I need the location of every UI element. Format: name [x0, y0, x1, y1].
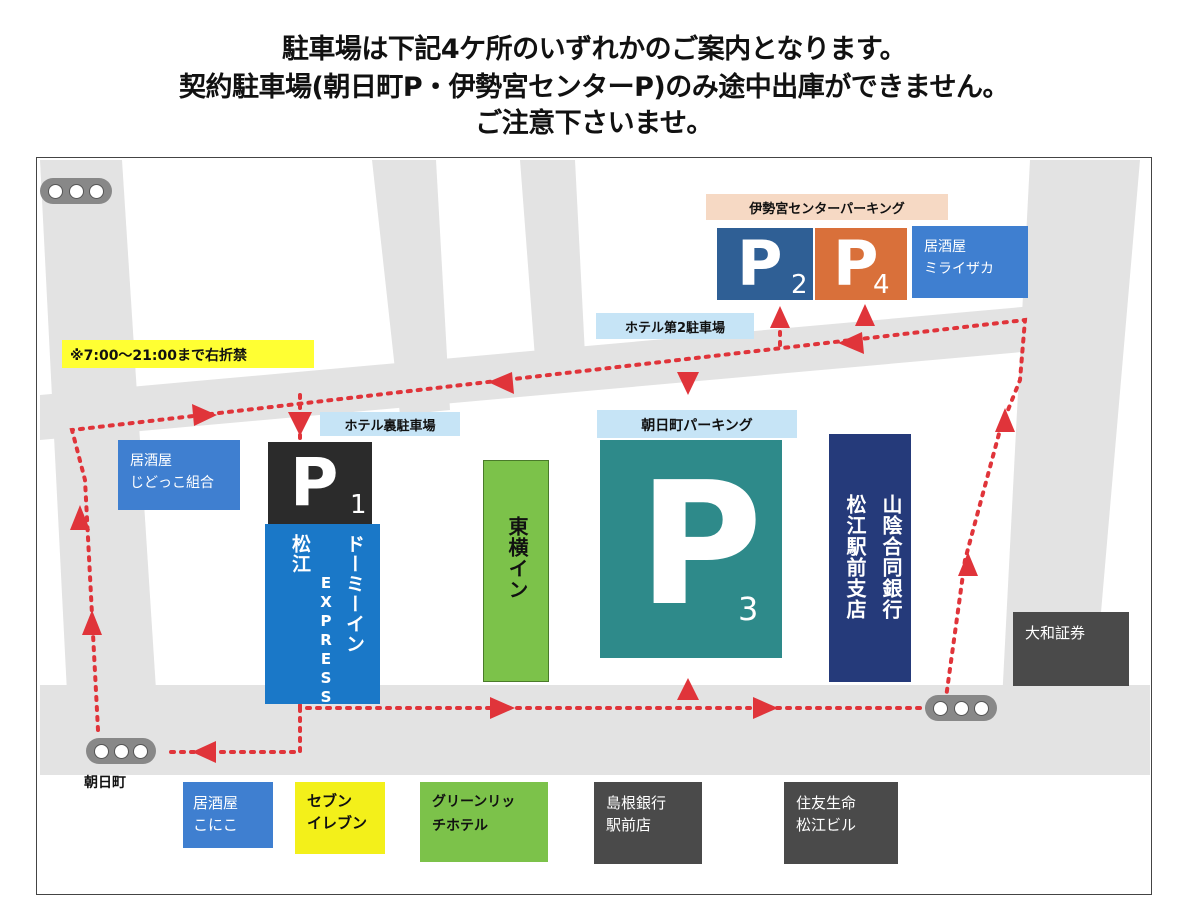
route-arrow-icon — [82, 610, 102, 635]
izakaya-jidokko-line2: じどっこ組合 — [130, 475, 214, 491]
izakaya-miraizaka-line2: ミライザカ — [924, 261, 994, 277]
parking-p2-letter: P — [737, 227, 783, 300]
route-arrow-icon — [770, 306, 790, 328]
road-bottom — [40, 735, 1150, 775]
road-top-diagonal — [40, 300, 1100, 440]
route-arrow-icon — [838, 332, 864, 354]
bank-left-text: 松江駅前支店 — [843, 494, 867, 620]
izakaya-nikoniko-line1: 居酒屋 — [193, 794, 239, 812]
parking-p4-letter: P — [833, 227, 879, 300]
shimane-line1: 島根銀行 — [606, 794, 667, 812]
dormy-express-text: EXPRESS — [317, 574, 335, 707]
header-line-3: ご注意下さいませ。 — [475, 108, 713, 139]
route-arrow-icon — [677, 372, 699, 395]
asahimachi-parking-label: 朝日町パーキング — [597, 410, 797, 438]
seven-line1: セブン — [307, 792, 353, 810]
izakaya-jidokko-line1: 居酒屋 — [130, 453, 172, 469]
roads — [40, 160, 1150, 775]
traffic-light-icon — [925, 695, 997, 721]
daiwa-text: 大和証券 — [1025, 624, 1086, 642]
shimane-bank: 島根銀行 駅前店 — [594, 782, 702, 864]
route-arrow-icon — [995, 408, 1015, 432]
road-left — [40, 160, 160, 752]
dormy-left-text: 松江 — [289, 534, 311, 574]
izakaya-nikoniko: 居酒屋 こにこ — [183, 782, 273, 848]
sumitomo-life: 住友生命 松江ビル — [784, 782, 898, 864]
parking-p2-number: 2 — [791, 270, 808, 300]
right-turn-notice: ※7:00～21:00まで右折禁 — [62, 340, 314, 368]
sumitomo-line1: 住友生命 — [796, 794, 857, 812]
parking-p3[interactable]: P 3 — [600, 440, 782, 658]
route-arrow-icon — [288, 412, 312, 436]
asahimachi-label: 朝日町 — [84, 775, 126, 791]
route-arrow-icon — [958, 552, 978, 576]
hotel-back-parking-label: ホテル裏駐車場 — [320, 412, 460, 436]
header-line-1: 駐車場は下記4ケ所のいずれかのご案内となります。 — [281, 34, 907, 65]
traffic-light-icon — [86, 738, 156, 764]
road-upper-mid — [372, 160, 450, 415]
hotel-dormy-inn-express: 松江 EXPRESS ドーミーイン — [265, 524, 380, 707]
parking-p4-number: 4 — [873, 270, 890, 300]
route-arrow-icon — [753, 697, 778, 719]
header-line-2: 契約駐車場(朝日町P・伊勢宮センターP)のみ途中出庫ができません。 — [179, 72, 1009, 103]
toyoko-text: 東横イン — [505, 516, 529, 600]
green-line1: グリーンリッ — [432, 794, 516, 810]
route-arrows — [70, 304, 1015, 763]
route-arrow-icon — [677, 678, 699, 700]
isemiya-parking-label: 伊勢宮センターパーキング — [706, 194, 948, 220]
route-arrow-icon — [488, 372, 514, 394]
route-arrow-icon — [490, 697, 515, 719]
izakaya-nikoniko-line2: こにこ — [193, 816, 238, 834]
parking-p1[interactable]: P 1 — [268, 442, 372, 524]
traffic-light-icon — [40, 178, 112, 204]
toyoko-inn: 東横イン — [483, 460, 549, 682]
parking-p3-number: 3 — [738, 590, 759, 628]
route-arrow-icon — [192, 404, 217, 426]
road-right — [1000, 160, 1140, 740]
route-arrow-icon — [192, 741, 216, 763]
parking-p1-letter: P — [290, 444, 339, 521]
parking-p1-number: 1 — [350, 490, 367, 520]
sanin-godo-bank: 山陰合同銀行 松江駅前支店 — [829, 434, 911, 682]
notice-header: 駐車場は下記4ケ所のいずれかのご案内となります。 契約駐車場(朝日町P・伊勢宮セ… — [36, 0, 1152, 158]
shimane-line2: 駅前店 — [606, 816, 652, 834]
izakaya-miraizaka-line1: 居酒屋 — [924, 239, 966, 255]
seven-eleven: セブン イレブン — [295, 782, 385, 854]
green-rich-hotel: グリーンリッ チホテル — [420, 782, 548, 862]
parking-p3-letter: P — [638, 446, 763, 644]
dormy-right-text: ドーミーイン — [343, 534, 365, 654]
green-line2: チホテル — [432, 818, 488, 834]
route-arrow-icon — [70, 505, 90, 530]
izakaya-miraizaka: 居酒屋 ミライザカ — [912, 226, 1028, 298]
parking-p4[interactable]: P 4 — [815, 228, 907, 300]
seven-line2: イレブン — [307, 814, 368, 832]
road-upper-mid2 — [520, 160, 585, 358]
bank-right-text: 山陰合同銀行 — [879, 494, 903, 620]
parking-p2[interactable]: P 2 — [717, 228, 813, 300]
route-arrow-icon — [855, 304, 875, 326]
hotel-second-parking-label: ホテル第2駐車場 — [596, 313, 754, 339]
daiwa-securities: 大和証券 — [1013, 612, 1129, 686]
izakaya-jidokko: 居酒屋 じどっこ組合 — [118, 440, 240, 510]
sumitomo-line2: 松江ビル — [796, 816, 857, 834]
